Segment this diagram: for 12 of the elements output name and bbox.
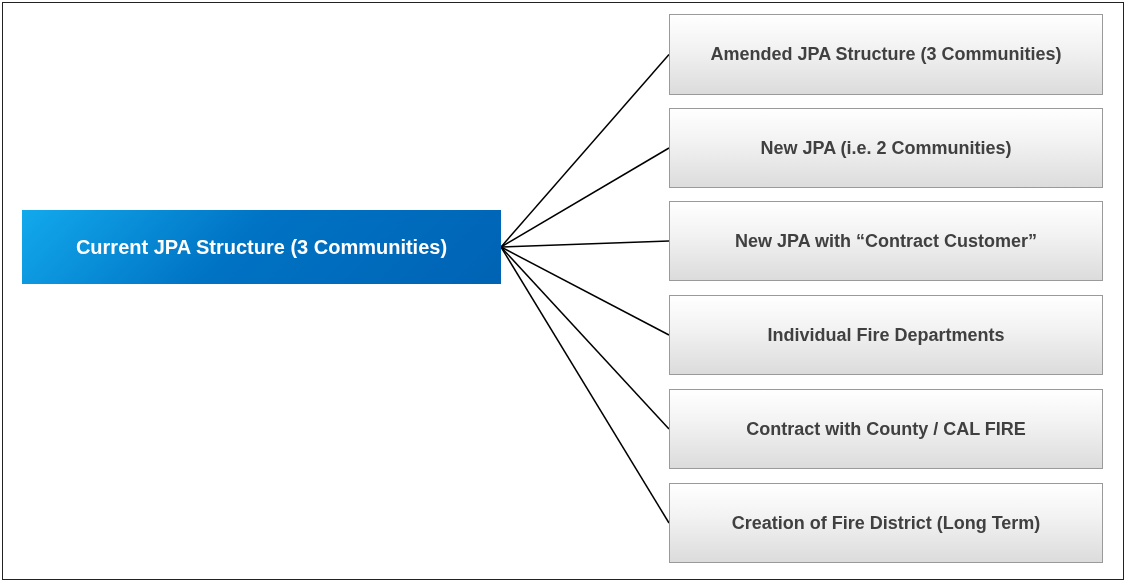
option-box: Amended JPA Structure (3 Communities) <box>669 14 1103 95</box>
current-structure-box: Current JPA Structure (3 Communities) <box>22 210 501 284</box>
option-box: New JPA (i.e. 2 Communities) <box>669 108 1103 188</box>
connector-line <box>500 147 670 248</box>
connector-line <box>500 240 670 248</box>
connector-line <box>500 246 670 430</box>
option-box: Creation of Fire District (Long Term) <box>669 483 1103 563</box>
option-box: Individual Fire Departments <box>669 295 1103 375</box>
connector-line <box>500 246 670 336</box>
connector-line <box>500 53 670 248</box>
option-box: New JPA with “Contract Customer” <box>669 201 1103 281</box>
option-box: Contract with County / CAL FIRE <box>669 389 1103 469</box>
